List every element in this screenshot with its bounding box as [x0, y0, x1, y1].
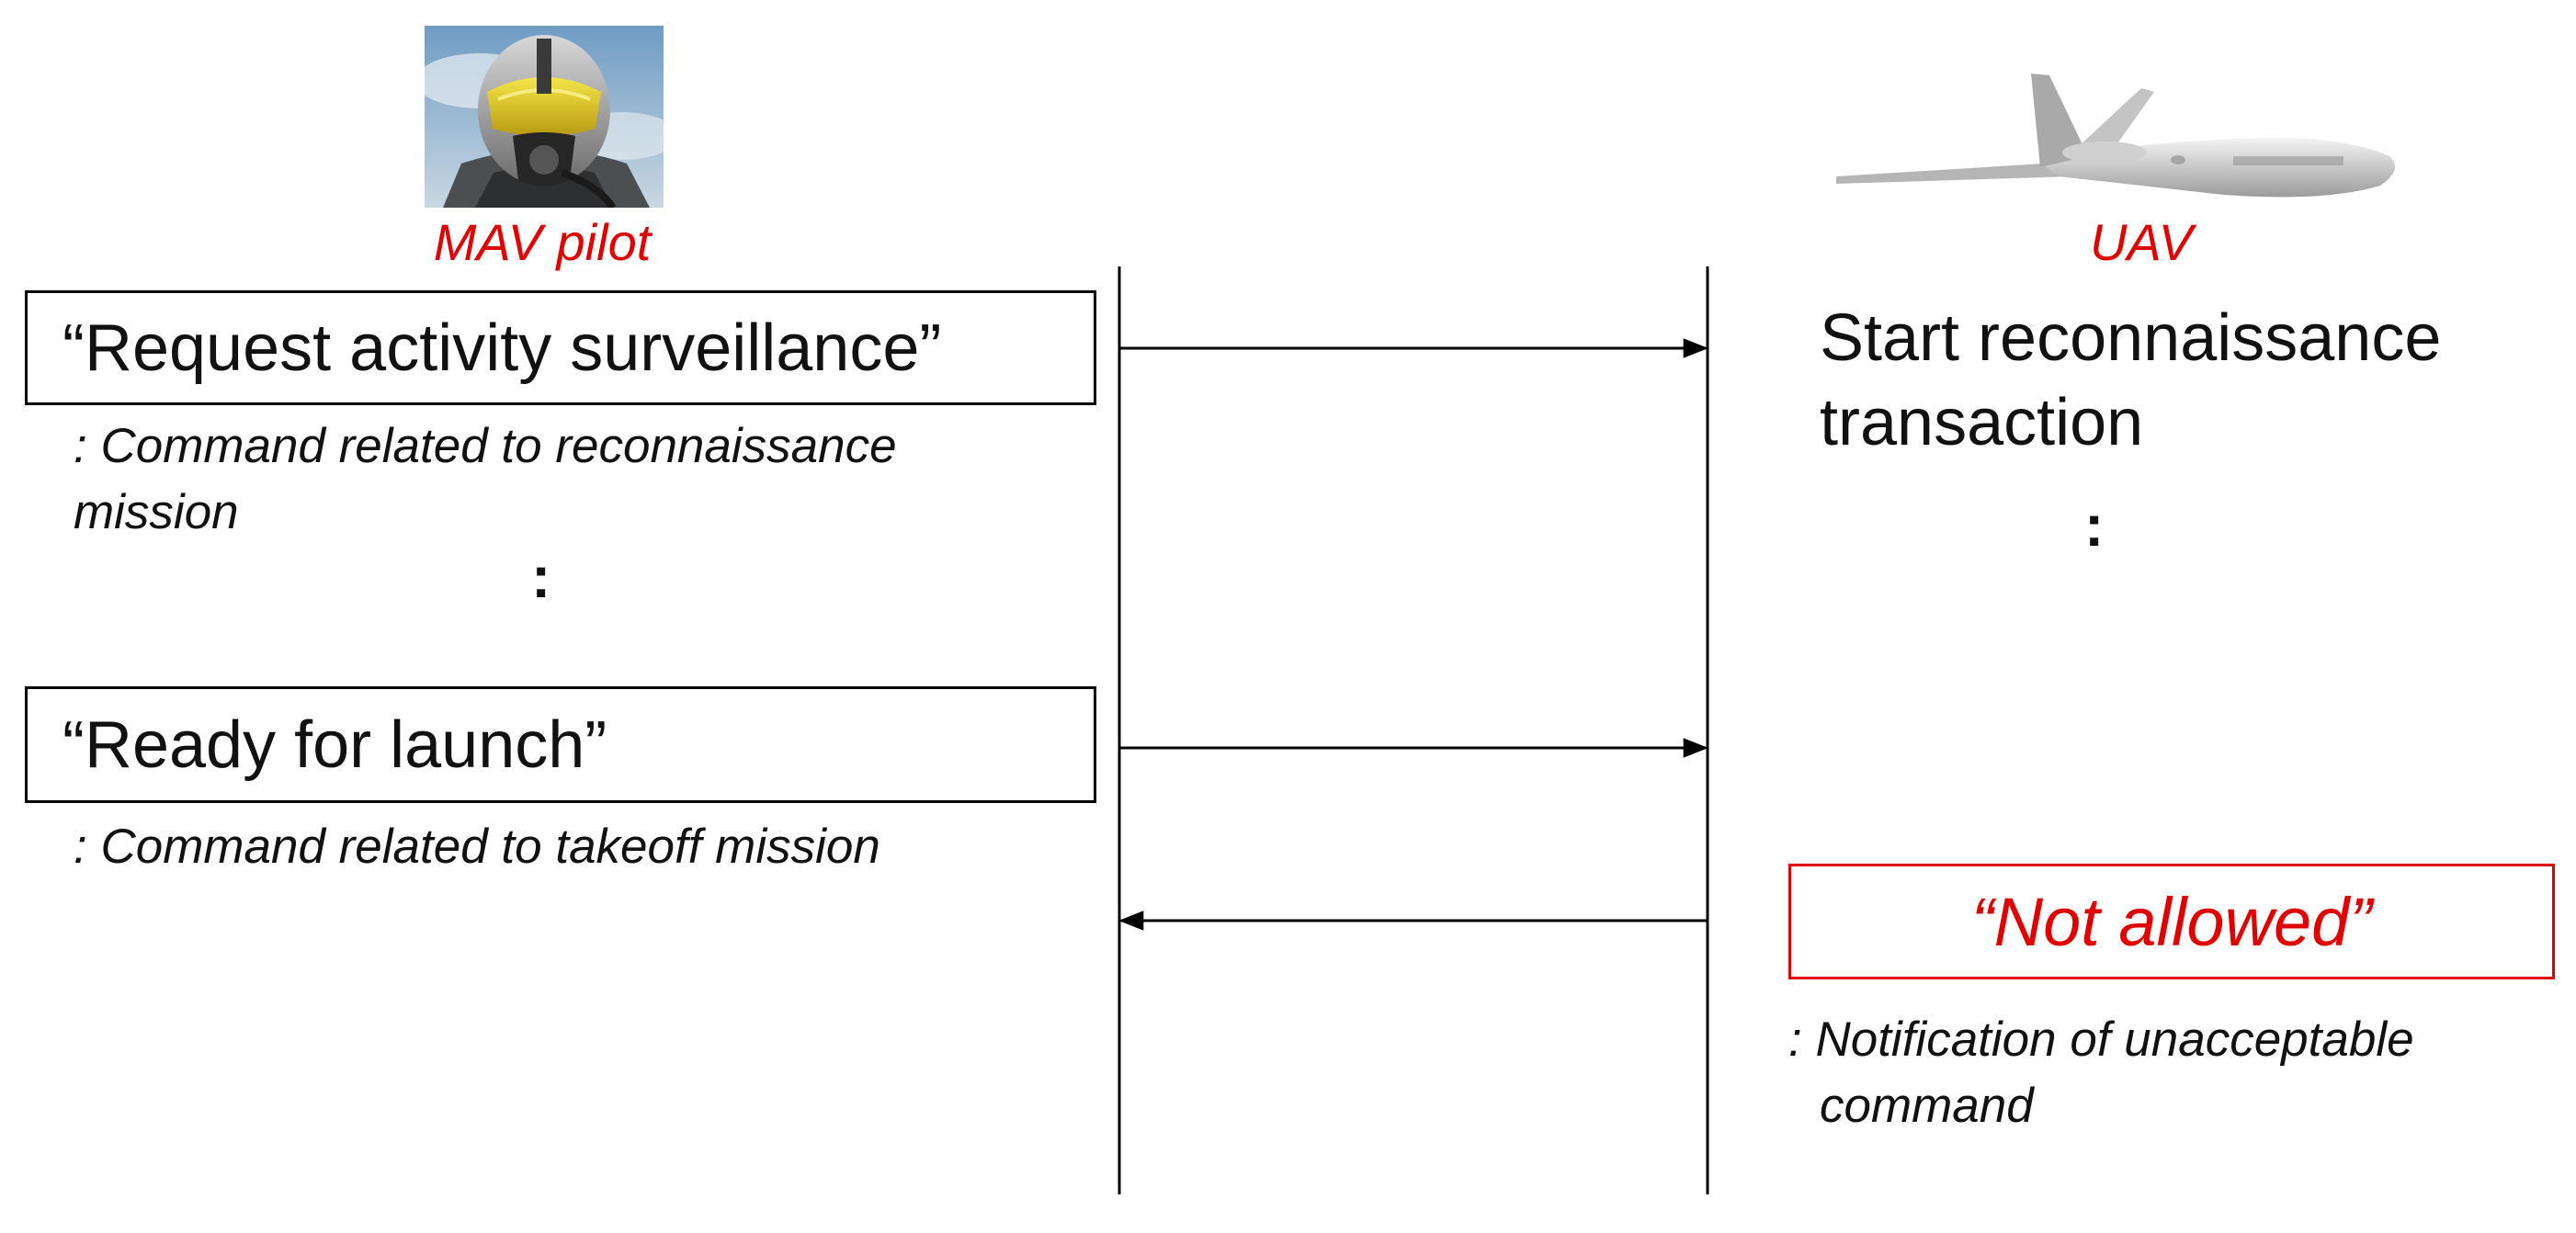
description-line: : Command related to takeoff mission [74, 820, 880, 874]
rejection-text: “Not allowed” [1971, 883, 2372, 960]
rejection-description: : Notification of unacceptable command [1788, 1007, 2414, 1139]
command-box-ready-for-launch: “Ready for launch” [25, 686, 1096, 803]
description-line: : Command related to reconnaissance [74, 419, 897, 473]
continuation-ellipsis: : [531, 544, 551, 610]
command-text: “Request activity surveillance” [62, 311, 942, 385]
rejection-box-not-allowed: “Not allowed” [1788, 864, 2555, 979]
response-line: transaction [1820, 386, 2144, 459]
uav-response-text: Start reconnaissance transaction [1820, 296, 2441, 465]
command-box-request-surveillance: “Request activity surveillance” [25, 290, 1096, 405]
pilot-helmet-icon [425, 26, 664, 208]
description-line: command [1820, 1079, 2034, 1133]
continuation-ellipsis: : [2084, 492, 2105, 559]
description-line: : Notification of unacceptable [1788, 1012, 2414, 1067]
command-description-takeoff: : Command related to takeoff mission [74, 814, 880, 880]
response-line: Start reconnaissance [1820, 301, 2442, 375]
description-line: mission [74, 485, 239, 539]
uav-label: UAV [2089, 213, 2194, 271]
command-text: “Ready for launch” [62, 707, 607, 782]
uav-aircraft-icon [1829, 55, 2417, 221]
command-description-reconnaissance: : Command related to reconnaissance miss… [74, 413, 897, 546]
pilot-label: MAV pilot [433, 213, 652, 271]
